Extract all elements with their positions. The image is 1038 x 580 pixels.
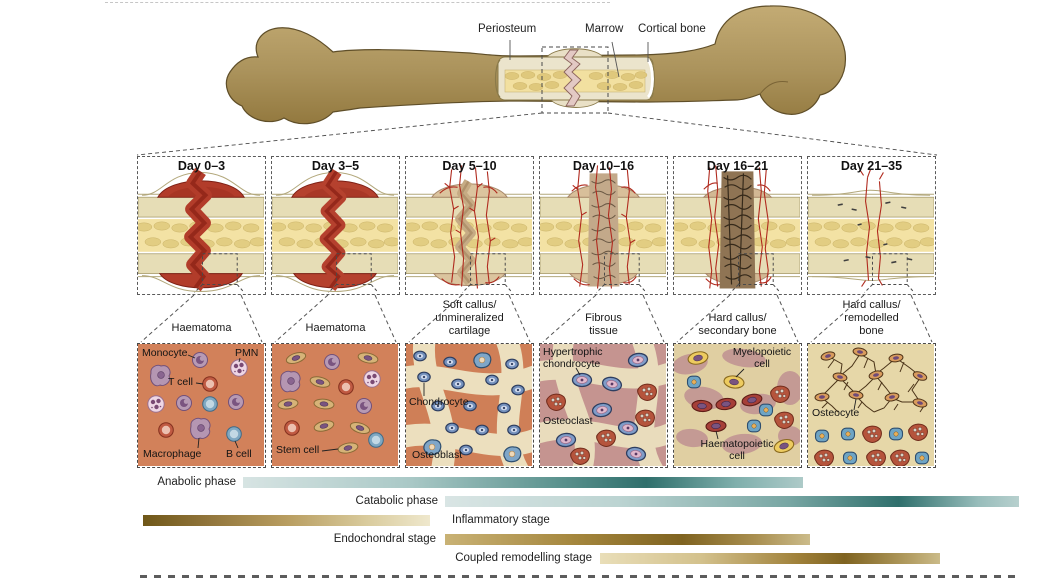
stage-art-soft-callus: [406, 165, 532, 293]
cell-label-bcell: B cell: [226, 448, 252, 460]
cell-panel-fibrous: Hypertrophic chondrocyte Osteoclast: [539, 343, 668, 468]
periosteum-label: Periosteum: [478, 23, 537, 35]
cell-panel-haematoma-2: Stem cell: [271, 343, 400, 468]
phase-bar-inflammatory: [143, 515, 430, 526]
stage-art-remodelled: [808, 169, 934, 293]
phase-bar-endochondral: [445, 534, 810, 545]
day-title: Day 21–35: [840, 159, 903, 173]
cell-label-haematopoietic-cell: Haematopoietic cell: [700, 438, 774, 462]
figure-top-border: [105, 2, 610, 3]
connector-lines: [274, 295, 397, 343]
phase-label-endochondral: Endochondral stage: [333, 533, 436, 545]
tissue-label: Hard callus/ secondary bone: [698, 312, 777, 337]
day-title: Day 5–10: [442, 159, 497, 173]
phase-label-coupled-remodelling: Coupled remodelling stage: [455, 552, 592, 564]
cell-label-macrophage: Macrophage: [143, 448, 202, 460]
stage-art-haematoma-2: [272, 168, 398, 293]
day-title: Day 0–3: [177, 159, 226, 173]
phase-bar-coupled-remodelling: [600, 553, 940, 564]
connector-lines: [542, 295, 665, 343]
fracture-crack: [563, 49, 582, 107]
cropped-caption-dashes: [140, 575, 1018, 578]
phase-label-inflammatory: Inflammatory stage: [452, 514, 550, 526]
connector-lines: [810, 295, 933, 343]
cell-label-osteoblast: Osteoblast: [412, 449, 463, 461]
stage-panel-day-5-10: Day 5–10: [405, 156, 534, 295]
stage-panel-day-16-21: Day 16–21: [673, 156, 802, 295]
cell-label-hypertrophic-chondrocyte: Hypertrophic chondrocyte: [543, 346, 603, 370]
stage-panel-day-21-35: Day 21–35: [807, 156, 936, 295]
phase-bar-catabolic: [445, 496, 1019, 507]
cell-panel-secondary-bone: Myelopoietic cell Haematopoietic cell: [673, 343, 802, 468]
stage-art-hard-callus: [674, 165, 800, 293]
phase-bar-anabolic: [243, 477, 803, 488]
connector-lines: [140, 295, 263, 343]
cell-panel-soft-callus: Chondrocyte Osteoblast: [405, 343, 534, 468]
stage-panel-day-3-5: Day 3–5: [271, 156, 400, 295]
tissue-label: Haematoma: [305, 322, 366, 334]
tissue-label: Fibrous tissue: [585, 312, 622, 337]
zoom-box: [541, 46, 609, 114]
stage-art-fibrous: [540, 165, 666, 293]
stage-panel-day-0-3: Day 0–3: [137, 156, 266, 295]
stage-panel-day-10-16: Day 10–16: [539, 156, 668, 295]
stage-art-haematoma-1: [138, 167, 264, 293]
tissue-label: Soft callus/ unmineralized cartilage: [435, 299, 504, 337]
phase-label-catabolic: Catabolic phase: [355, 495, 438, 507]
connector-lines: [408, 295, 531, 343]
cell-label-osteoclast: Osteoclast: [543, 415, 593, 427]
cell-panel-remodelled-bone: Osteocyte: [807, 343, 936, 468]
cell-label-monocyte: Monocyte: [142, 347, 188, 359]
tissue-label: Hard callus/ remodelled bone: [842, 299, 901, 337]
tissue-label: Haematoma: [171, 322, 232, 334]
femur-illustration: [136, 5, 938, 156]
day-title: Day 10–16: [572, 159, 635, 173]
cell-label-osteocyte: Osteocyte: [812, 407, 860, 419]
cell-label-stem-cell: Stem cell: [276, 444, 320, 456]
cell-panel-haematoma-1: Monocyte PMN T cell Macrophage B cell: [137, 343, 266, 468]
cell-label-chondrocyte: Chondrocyte: [409, 396, 469, 408]
day-title: Day 3–5: [311, 159, 360, 173]
marrow-label: Marrow: [585, 23, 624, 35]
cortical-bone-label: Cortical bone: [638, 23, 706, 35]
cell-label-myelopoietic-cell: Myelopoietic cell: [732, 346, 792, 370]
phase-label-anabolic: Anabolic phase: [157, 476, 236, 488]
connector-lines: [676, 295, 799, 343]
day-title: Day 16–21: [706, 159, 769, 173]
cell-label-tcell: T cell: [168, 376, 193, 388]
cell-label-pmn: PMN: [235, 347, 259, 359]
